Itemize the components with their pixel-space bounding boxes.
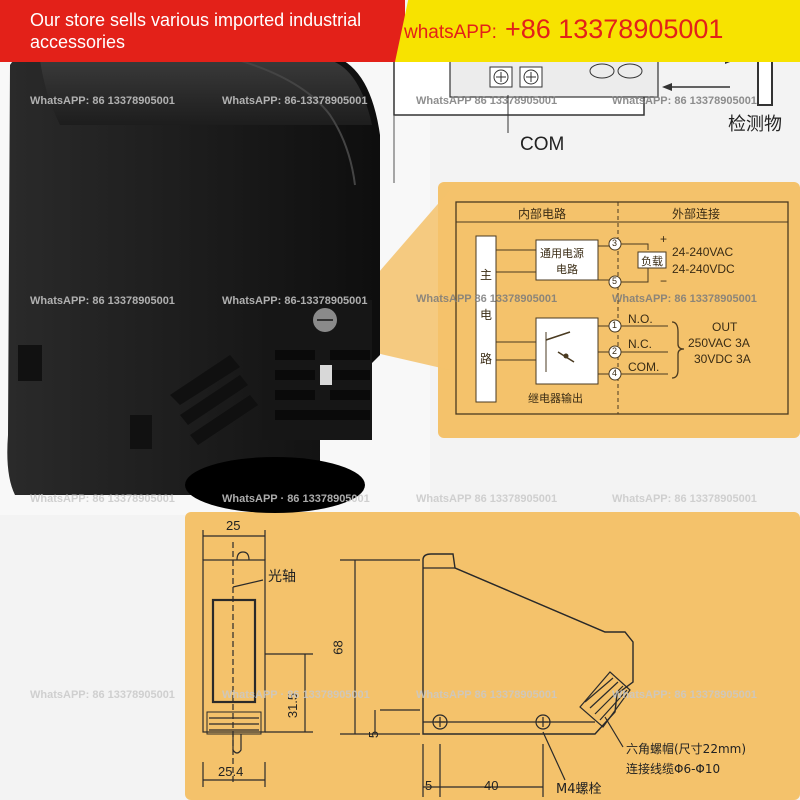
terminal-1: 1	[612, 320, 618, 330]
dim-height: 68	[330, 640, 346, 655]
watermark-1: WhatsAPP: 86 13378905001	[30, 95, 175, 107]
dimension-drawing	[202, 530, 634, 797]
out-label: OUT	[712, 320, 738, 334]
hex-nut-note: 六角螺帽(尺寸22mm)	[626, 742, 747, 756]
watermark-15: WhatsAPP 86 13378905001	[416, 689, 558, 701]
minus-sign: −	[660, 274, 668, 288]
supply-dc-label: 24-240VDC	[672, 262, 735, 276]
power-block-line1: 通用电源	[540, 247, 584, 260]
external-connection-title: 外部连接	[672, 207, 721, 221]
supply-ac-label: 24-240VAC	[672, 245, 734, 259]
circuit-panel	[438, 182, 800, 438]
watermark-8: WhatsAPP: 86 13378905001	[612, 293, 757, 305]
bolt-note: M4螺栓	[556, 782, 602, 797]
whatsapp-number: +86 13378905001	[504, 14, 724, 44]
dim-hole-span: 40	[484, 778, 499, 793]
watermark-10: WhatsAPP · 86 13378905001	[222, 493, 370, 505]
no-contact-label: N.O.	[628, 312, 653, 326]
plus-sign: +	[660, 232, 668, 246]
main-circuit-char-1: 主	[480, 268, 493, 282]
watermark-5: WhatsAPP: 86 13378905001	[30, 295, 175, 307]
optical-axis-label: 光轴	[268, 569, 296, 585]
watermark-3: WhatsAPP 86 13378905001	[416, 95, 558, 107]
watermark-11: WhatsAPP 86 13378905001	[416, 493, 558, 505]
com-contact-label: COM.	[628, 360, 660, 374]
store-banner	[0, 0, 405, 62]
watermark-12: WhatsAPP: 86 13378905001	[612, 493, 757, 505]
watermark-7: WhatsAPP 86 13378905001	[416, 293, 558, 305]
terminal-3: 3	[612, 238, 618, 248]
sensor-body	[7, 55, 381, 513]
watermark-9: WhatsAPP: 86 13378905001	[30, 493, 175, 505]
target-object-label: 检测物	[728, 114, 782, 135]
watermark-4: WhatsAPP: 86 13378905001	[612, 95, 757, 107]
watermark-2: WhatsAPP: 86-13378905001	[222, 95, 368, 107]
cable-note: 连接线缆Φ6-Φ10	[626, 762, 721, 776]
out-ac-rating: 250VAC 3A	[688, 336, 750, 350]
load-label: 负载	[641, 255, 663, 268]
relay-output-label: 继电器输出	[528, 392, 583, 405]
whatsapp-contact: whatsAPP: +86 13378905001	[404, 14, 794, 45]
top-com-label: COM	[520, 134, 565, 155]
terminal-5: 5	[612, 276, 618, 286]
main-circuit-char-2: 电	[480, 308, 493, 322]
dim-width-top: 25	[226, 518, 241, 533]
dimension-panel	[185, 512, 800, 800]
top-wiring-diagram	[393, 55, 773, 183]
internal-circuit-title: 内部电路	[518, 207, 567, 221]
whatsapp-label: whatsAPP:	[404, 22, 497, 43]
terminal-4: 4	[612, 368, 618, 378]
dim-width-bottom: 25.4	[218, 764, 244, 779]
watermark-16: WhatsAPP: 86 13378905001	[612, 689, 757, 701]
watermark-14: WhatsAPP · 86 13378905001	[222, 689, 370, 701]
power-block-line2: 电路	[556, 263, 578, 276]
watermark-6: WhatsAPP: 86-13378905001	[222, 295, 368, 307]
out-dc-rating: 30VDC 3A	[694, 352, 751, 366]
store-banner-text: Our store sells various imported industr…	[30, 10, 362, 52]
dim-bottom-offset: 5	[366, 730, 382, 739]
nc-contact-label: N.C.	[628, 337, 652, 351]
circuit-diagram	[455, 201, 789, 415]
terminal-2: 2	[612, 346, 618, 356]
watermark-13: WhatsAPP: 86 13378905001	[30, 689, 175, 701]
dim-left-offset: 5	[425, 778, 433, 793]
main-circuit-char-3: 路	[480, 352, 493, 366]
